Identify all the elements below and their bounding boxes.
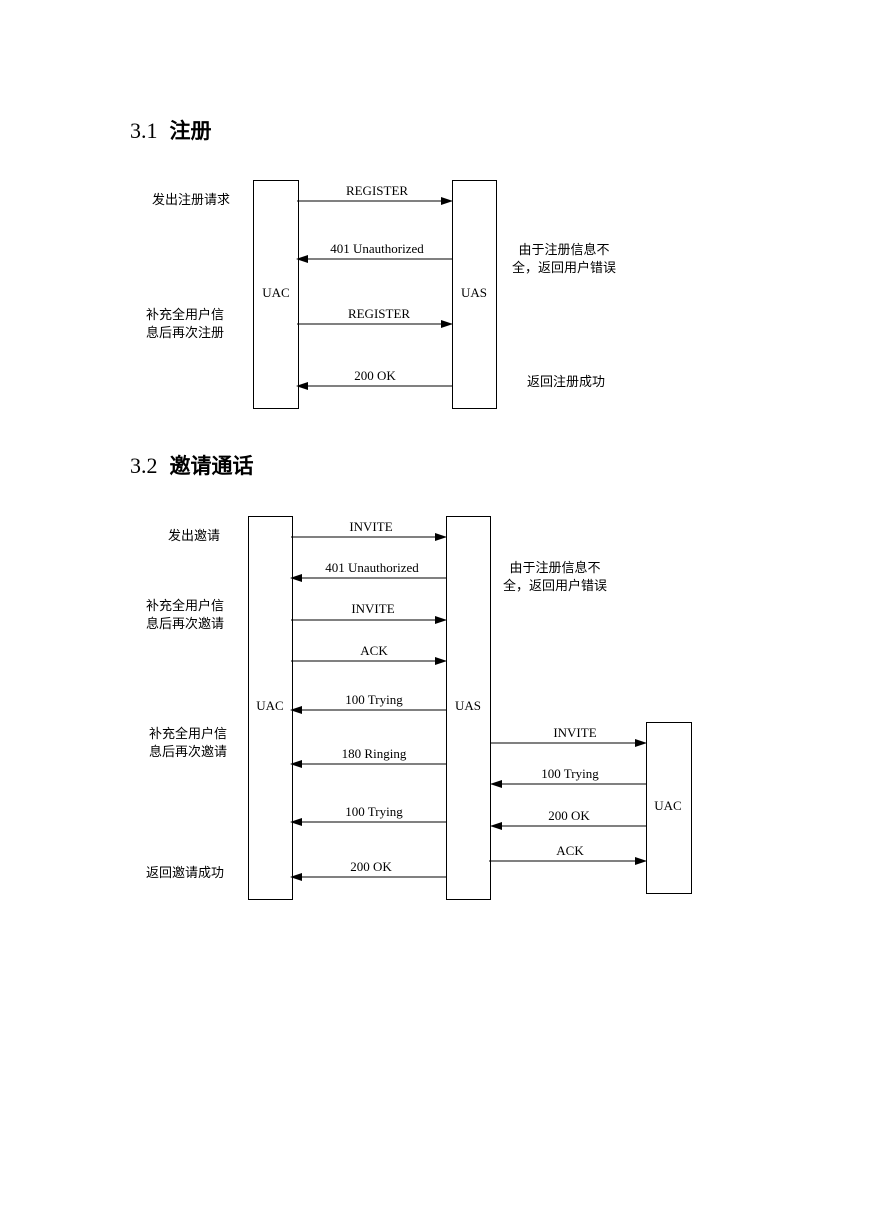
note-line: 补充全用户信 <box>146 599 225 614</box>
note-invite-success: 返回邀请成功 <box>146 866 225 881</box>
note-line: 息后再次注册 <box>146 326 225 341</box>
msg-ack: ACK <box>291 643 447 665</box>
section-number: 3.2 <box>130 453 158 478</box>
message-label: 100 Trying <box>541 766 599 781</box>
section-number: 3.1 <box>130 118 158 143</box>
note-line: 补充全用户信 <box>149 727 228 742</box>
uac-label: UAC <box>262 285 290 300</box>
msg-100-trying: 100 Trying <box>290 692 446 714</box>
message-label: INVITE <box>351 601 394 616</box>
message-label: REGISTER <box>348 306 410 321</box>
message-label: 200 OK <box>354 368 396 383</box>
msg-401-unauthorized: 401 Unauthorized <box>296 241 452 263</box>
uas-lifeline-box <box>452 180 497 409</box>
uac-lifeline-box <box>253 180 299 409</box>
msg-180-ringing: 180 Ringing <box>290 746 446 768</box>
message-label: INVITE <box>349 519 392 534</box>
note-send-register: 发出注册请求 <box>152 193 231 208</box>
note-line: 息后再次邀请 <box>149 745 228 760</box>
msg-register-2: REGISTER <box>297 306 453 328</box>
note-line: 由于注册信息不 <box>518 243 610 258</box>
msg-100-trying-2: 100 Trying <box>290 804 446 826</box>
note-register-success: 返回注册成功 <box>527 375 606 390</box>
message-label: 200 OK <box>548 808 590 823</box>
msg-register-1: REGISTER <box>297 183 453 205</box>
note-line: 补充全用户信 <box>146 308 225 323</box>
message-label: 200 OK <box>350 859 392 874</box>
message-label: ACK <box>360 643 388 658</box>
msg-invite-forward: INVITE <box>491 725 647 747</box>
message-label: 100 Trying <box>345 804 403 819</box>
message-label: ACK <box>556 843 584 858</box>
uac-label: UAC <box>256 698 284 713</box>
msg-invite-2: INVITE <box>291 601 447 624</box>
message-label: INVITE <box>553 725 596 740</box>
uas-label: UAS <box>454 698 482 713</box>
section-heading-registration: 3.1 注册 <box>130 115 212 145</box>
message-label: 401 Unauthorized <box>330 241 424 256</box>
message-label: 100 Trying <box>345 692 403 707</box>
msg-ack-callee: ACK <box>489 843 647 865</box>
message-label: REGISTER <box>346 183 408 198</box>
section-title: 邀请通话 <box>169 454 254 478</box>
msg-200-ok-callee: 200 OK <box>490 808 646 830</box>
note-line: 由于注册信息不 <box>509 561 601 576</box>
note-resend-invite-2: 补充全用户信 息后再次邀请 <box>149 726 227 762</box>
note-resend-invite: 补充全用户信 息后再次邀请 <box>146 598 224 634</box>
msg-100-trying-callee: 100 Trying <box>490 766 646 788</box>
note-send-invite: 发出邀请 <box>168 529 221 544</box>
note-unauthorized-reason: 由于注册信息不 全，返回用户错误 <box>503 560 607 596</box>
callee-uac-lifeline-box <box>646 722 692 894</box>
uas-lifeline-box <box>446 516 491 900</box>
msg-200-ok: 200 OK <box>290 859 446 881</box>
msg-401-unauthorized: 401 Unauthorized <box>290 560 446 582</box>
section-title: 注册 <box>169 119 212 143</box>
msg-invite-1: INVITE <box>291 519 447 541</box>
note-line: 息后再次邀请 <box>146 617 225 632</box>
section-heading-invite: 3.2 邀请通话 <box>130 450 254 480</box>
callee-uac-label: UAC <box>654 798 682 813</box>
message-label: 180 Ringing <box>342 746 407 761</box>
msg-200-ok: 200 OK <box>296 368 452 390</box>
message-label: 401 Unauthorized <box>325 560 419 575</box>
note-line: 全，返回用户错误 <box>512 261 617 276</box>
uas-label: UAS <box>460 285 488 300</box>
uac-lifeline-box <box>248 516 293 900</box>
note-resend-register: 补充全用户信 息后再次注册 <box>146 307 224 343</box>
note-unauthorized-reason: 由于注册信息不 全，返回用户错误 <box>512 242 616 278</box>
note-line: 全，返回用户错误 <box>503 579 608 594</box>
